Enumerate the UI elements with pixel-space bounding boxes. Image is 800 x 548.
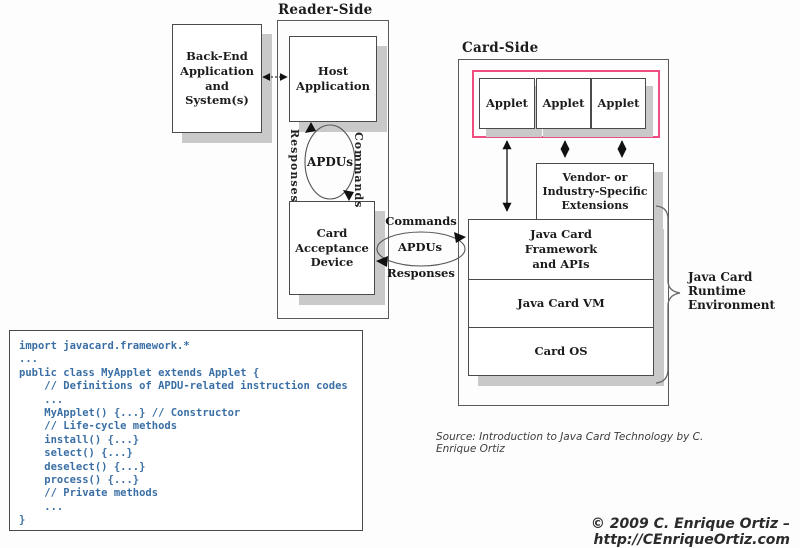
code-line: // Private methods xyxy=(19,487,159,500)
card-acceptance-device-box: Card Acceptance Device xyxy=(289,201,375,295)
code-line: ... xyxy=(19,393,64,406)
java-card-vm-row: Java Card VM xyxy=(469,279,653,327)
applet-box-3: Applet xyxy=(591,78,646,129)
java-card-stack: Java Card Framework and APIs Java Card V… xyxy=(468,219,654,376)
reader-side-title: Reader-Side xyxy=(278,2,373,18)
apdus-link-label: APDUs xyxy=(397,240,443,254)
code-line: ... xyxy=(19,353,38,366)
jcre-label: Java Card Runtime Environment xyxy=(688,270,776,312)
code-line: select() {...} xyxy=(19,447,133,460)
code-line: ... xyxy=(19,500,64,513)
applet-box-2: Applet xyxy=(536,78,591,129)
card-os-row: Card OS xyxy=(469,327,653,375)
commands-link-label: Commands xyxy=(385,214,457,228)
responses-vertical-label: Responses xyxy=(288,129,301,203)
code-snippet-panel: import javacard.framework.* ... public c… xyxy=(9,330,363,531)
backend-application-box: Back-End Application and System(s) xyxy=(172,24,262,133)
source-citation: Source: Introduction to Java Card Techno… xyxy=(436,431,704,455)
reader-side-container xyxy=(277,20,389,319)
code-line: // Life-cycle methods xyxy=(19,420,178,433)
card-side-title: Card-Side xyxy=(462,40,539,56)
apdus-loop-label: APDUs xyxy=(307,155,353,169)
code-line: public class MyApplet extends Applet { xyxy=(19,366,260,379)
applet-box-1: Applet xyxy=(479,78,535,129)
code-line: import javacard.framework.* xyxy=(19,340,190,352)
host-application-box: Host Application xyxy=(289,36,377,122)
framework-apis-row: Java Card Framework and APIs xyxy=(524,227,598,271)
applets-highlight-rect xyxy=(472,70,660,138)
responses-link-label: Responses xyxy=(387,266,455,280)
code-line: MyApplet() {...} // Constructor xyxy=(19,407,241,420)
code-line: deselect() {...} xyxy=(19,460,146,473)
copyright-text: © 2009 C. Enrique Ortiz – http://CEnriqu… xyxy=(590,516,790,548)
code-line: process() {...} xyxy=(19,474,140,487)
code-line: install() {...} xyxy=(19,433,140,446)
code-line: // Definitions of APDU-related instructi… xyxy=(19,380,348,393)
code-line: } xyxy=(19,514,26,527)
commands-vertical-label: Commands xyxy=(352,132,365,209)
vendor-extensions-box: Vendor- or Industry-Specific Extensions xyxy=(536,163,654,221)
